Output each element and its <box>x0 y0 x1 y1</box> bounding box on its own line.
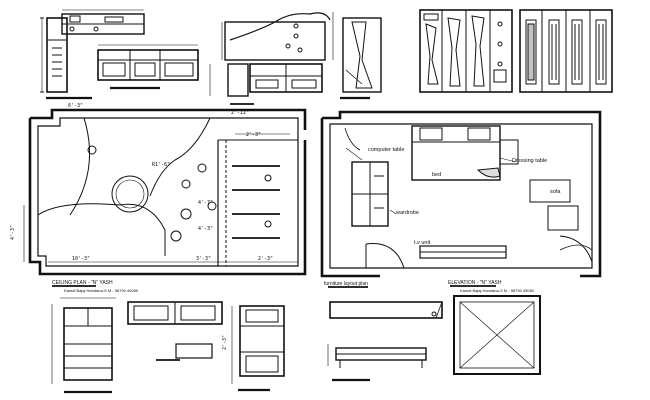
label-computer-table: computer table <box>368 147 404 153</box>
box-detail <box>453 295 541 375</box>
label-bed: bed <box>432 172 441 178</box>
ceiling-dim-bottom-right: 2'-3" <box>258 256 273 262</box>
detail-group-top-center <box>209 12 334 105</box>
ceiling-dim-top-right-b: 2'-3" <box>246 132 261 138</box>
ceiling-shelf-dim-a: 4'-7" <box>198 200 213 206</box>
furniture-plan-title: furniture layout plan <box>324 281 368 287</box>
label-sofa: sofa <box>550 189 561 195</box>
detail-group-top-left <box>40 9 199 100</box>
ceiling-dim-top: 6'-3" <box>68 103 83 109</box>
detail-group-door <box>340 17 382 100</box>
ceiling-dim-bottom-left: 10'-3" <box>72 256 90 262</box>
label-wardrobe: wardrobe <box>395 210 419 216</box>
detail-group-bottom-mid <box>231 305 285 392</box>
bed-elevation <box>327 301 443 382</box>
panel-set-2 <box>519 9 613 93</box>
detail-group-bottom-left <box>51 297 223 394</box>
ceiling-dim-bottom-mid: 3'-3" <box>196 256 211 262</box>
elevation-caption: Kamal Bajaj Handana-S M - 98790 49080 <box>460 288 535 293</box>
ceiling-dim-left: 4'-3" <box>10 225 16 240</box>
detail-side-dim: 2'-3" <box>222 335 228 350</box>
ceiling-circle-radius: R1'-6" <box>152 162 170 168</box>
elevation-title: ELEVATION - "N" YASH <box>448 280 502 286</box>
ceiling-plan-caption: Kamal Bajaj Handana-S M - 98790 49080 <box>64 288 139 293</box>
ceiling-plan <box>23 108 307 276</box>
label-tv-unit: t.v unit <box>414 240 431 246</box>
ceiling-plan-title: CEILING PLAN - "N" YASH <box>52 280 113 286</box>
panel-set-1 <box>419 9 513 93</box>
ceiling-shelf-dim-b: 4'-3" <box>198 226 213 232</box>
ceiling-dim-top-right: 2'-11" <box>231 110 249 116</box>
furniture-plan <box>320 110 602 278</box>
label-dressing-table: Dressing table <box>512 158 547 164</box>
